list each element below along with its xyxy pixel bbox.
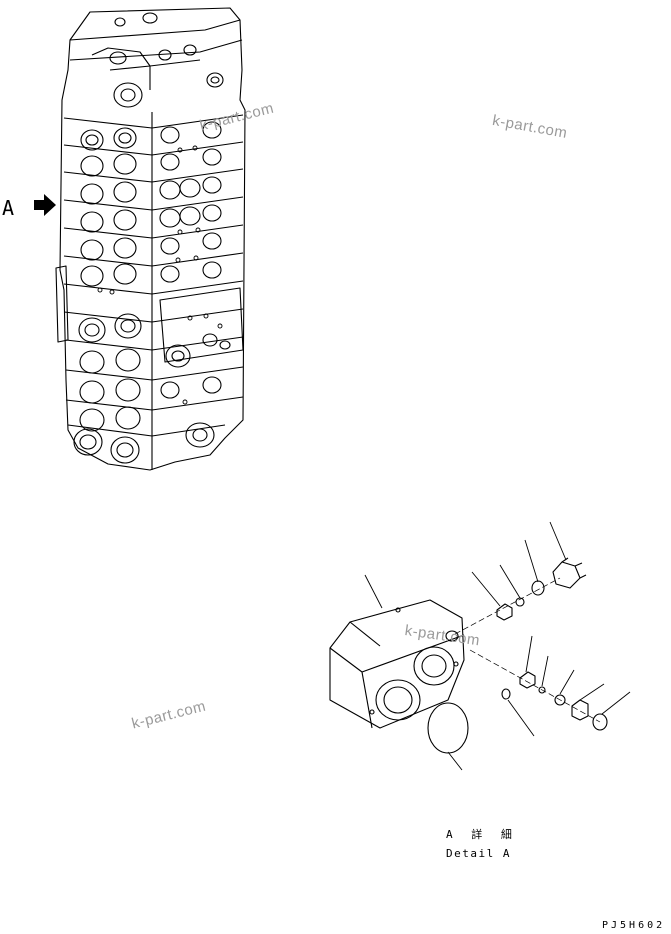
explode-centerlines xyxy=(454,577,601,723)
lower-plug-parts xyxy=(501,671,608,731)
o-ring-large xyxy=(427,702,469,754)
detail-label-jp: A 詳 細 xyxy=(446,828,518,841)
valve-section-block xyxy=(329,599,465,729)
drawing-code: PJ5H602 xyxy=(602,920,666,931)
detail-label-en: Detail A xyxy=(446,847,511,860)
callout-letter-a: A xyxy=(2,196,15,220)
leader-lines xyxy=(364,521,631,771)
